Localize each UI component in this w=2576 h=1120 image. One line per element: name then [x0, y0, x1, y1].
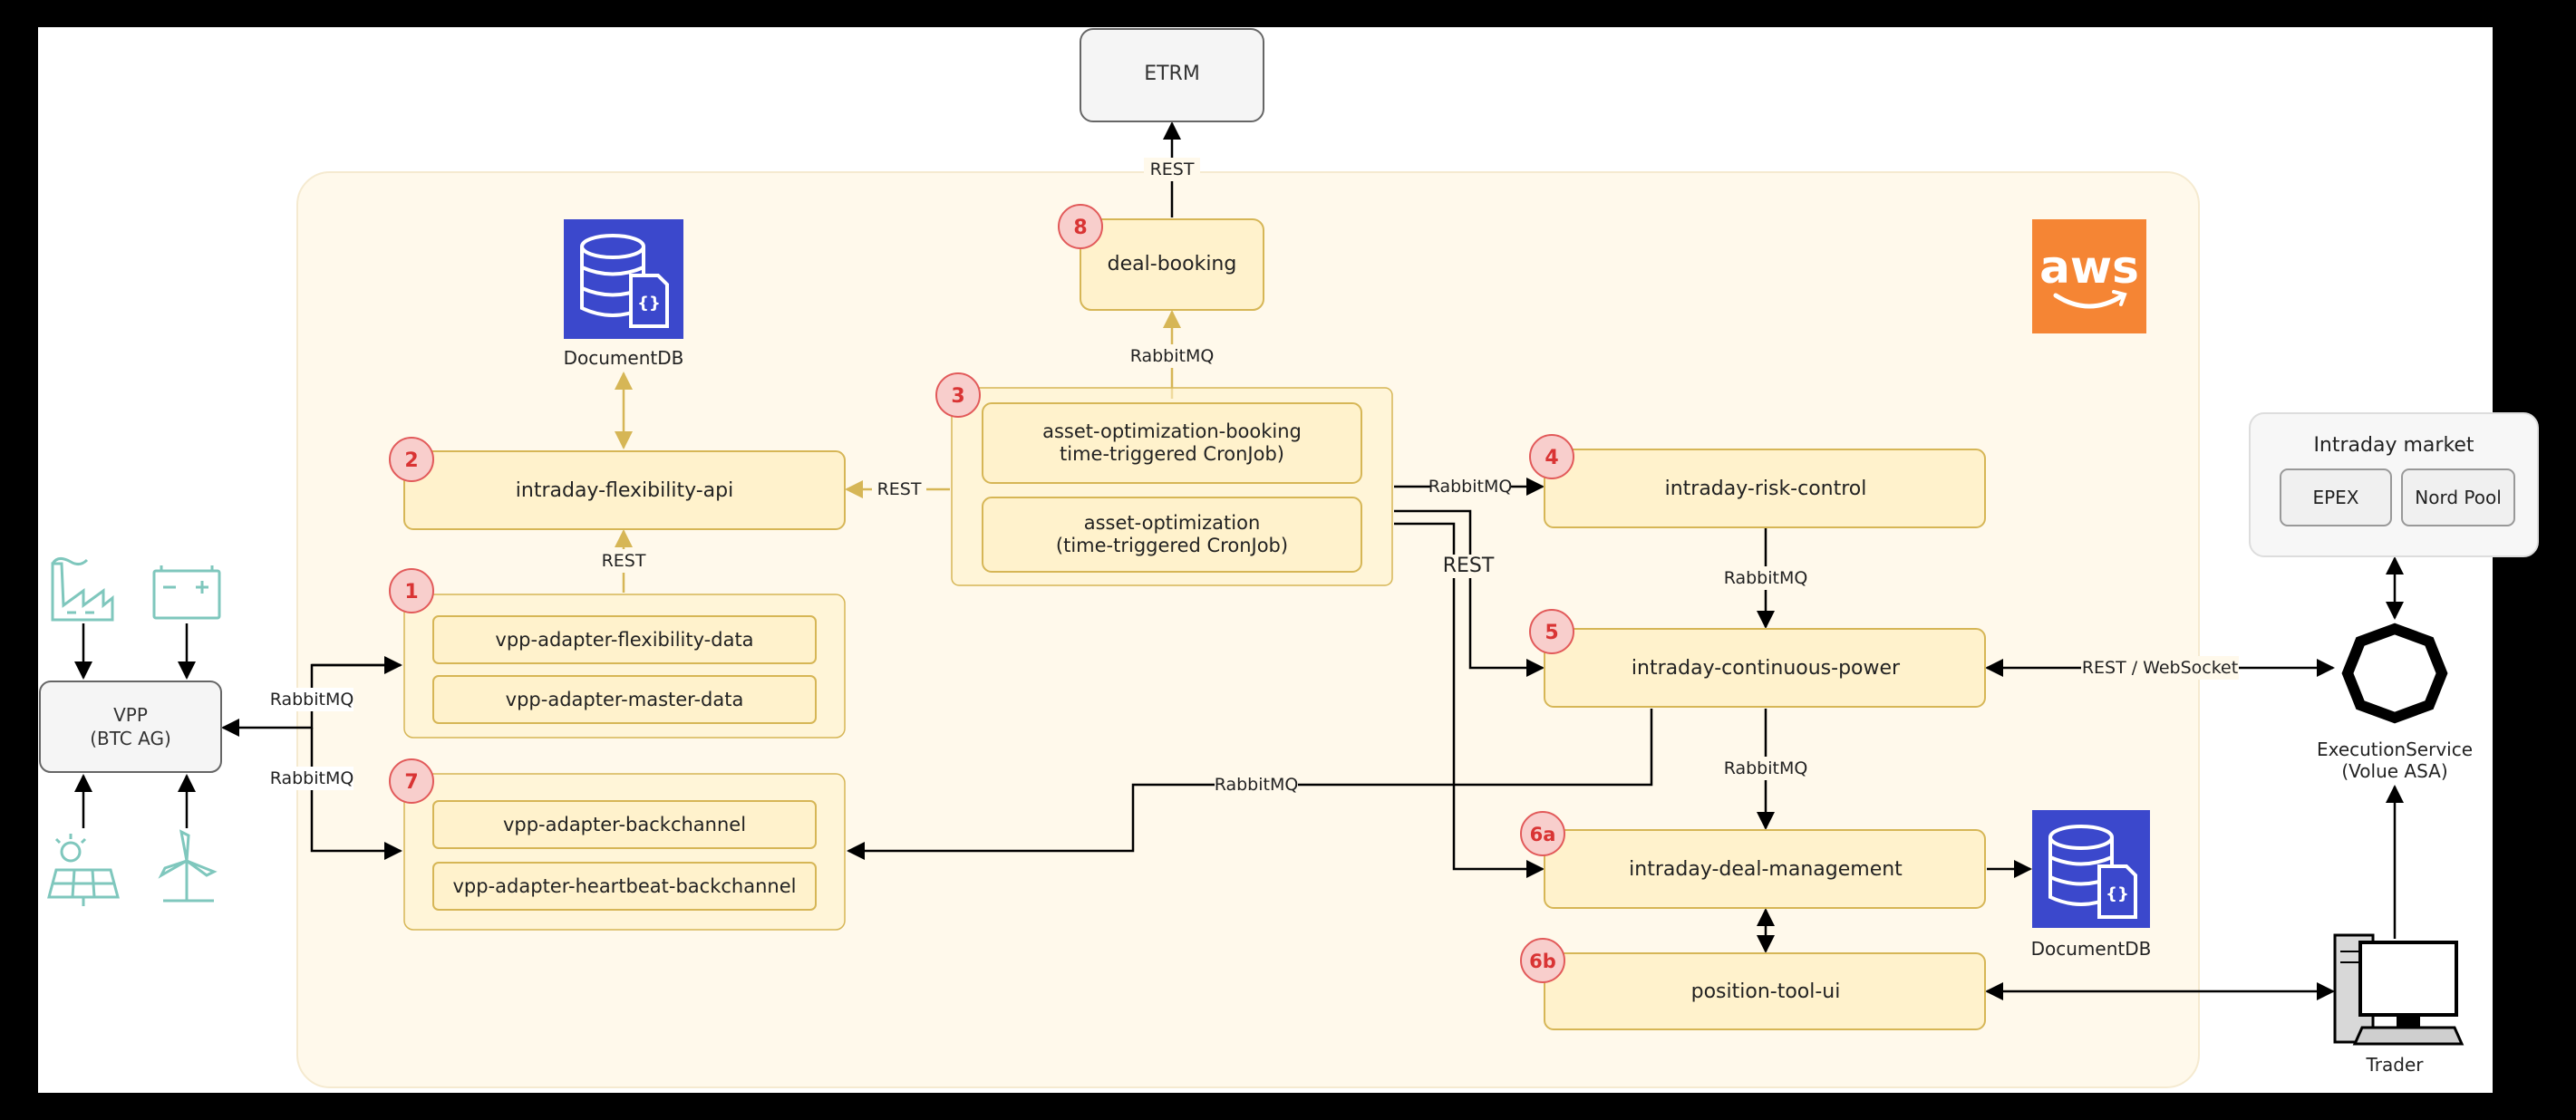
edge-label-rabbitmq-vpp-top: RabbitMQ: [270, 690, 354, 710]
asset-optimization-booking-box[interactable]: [982, 402, 1362, 484]
badge-5-text: 5: [1545, 622, 1558, 644]
asset-optimization-box[interactable]: [982, 497, 1362, 573]
vpp-adapter-master-data-label: vpp-adapter-master-data: [506, 689, 744, 710]
badge-6b: [1520, 938, 1565, 983]
badge-7: [389, 758, 434, 804]
edge-label-rabbitmq-backchannel: RabbitMQ: [1215, 775, 1299, 795]
execution-service[interactable]: ExecutionService (Volue ASA): [2317, 623, 2473, 782]
trader-label: Trader: [2366, 1054, 2425, 1076]
deal-management-label: intraday-deal-management: [1629, 858, 1903, 881]
intraday-market[interactable]: Intraday market EPEX Nord Pool: [2249, 412, 2539, 557]
badge-5: [1529, 609, 1574, 654]
badge-3-text: 3: [951, 385, 964, 408]
badge-6b-text: 6b: [1529, 951, 1556, 972]
computer-icon: [2333, 933, 2465, 1046]
factory-icon: [51, 557, 114, 622]
solar-panel-icon: [47, 834, 120, 906]
vpp-adapter-flexibility-data-box[interactable]: [432, 615, 817, 664]
intraday-risk-control[interactable]: intraday-risk-control 4: [1529, 434, 1986, 528]
vpp-adapter-group[interactable]: vpp-adapter-flexibility-data vpp-adapter…: [389, 568, 846, 739]
edge-label-rabbitmq-vpp-bottom: RabbitMQ: [270, 768, 354, 788]
venue-epex[interactable]: [2280, 468, 2392, 526]
edge-assetopt-cp: [1394, 509, 1545, 677]
intraday-deal-management[interactable]: intraday-deal-management 6a: [1520, 811, 1986, 909]
badge-2-text: 2: [404, 449, 418, 472]
position-tool-label: position-tool-ui: [1691, 980, 1841, 1003]
badge-1: [389, 568, 434, 613]
vpp-label-line2: (BTC AG): [90, 728, 171, 749]
deal-booking[interactable]: deal-booking 8: [1058, 204, 1264, 311]
flexibility-api-label: intraday-flexibility-api: [516, 479, 733, 502]
edge-assetopt-dm: [1394, 522, 1545, 878]
svg-text:{}: {}: [2106, 884, 2129, 903]
venue-epex-label: EPEX: [2312, 487, 2358, 508]
vpp-adapter-backchannel-box[interactable]: [432, 800, 817, 849]
intraday-market-title: Intraday market: [2313, 434, 2474, 457]
intraday-flexibility-api[interactable]: intraday-flexibility-api 2: [389, 437, 846, 530]
execution-service-line2: (Volue ASA): [2341, 760, 2447, 782]
asset-optimization-group[interactable]: asset-optimization-booking time-triggere…: [935, 372, 1393, 586]
aws-logo: aws: [2032, 219, 2146, 333]
execution-service-heptagon-icon: [2341, 623, 2448, 724]
badge-1-text: 1: [404, 581, 418, 603]
edge-label-rest-adapter: REST: [602, 551, 646, 571]
aws-smile-icon: [2053, 293, 2126, 309]
edge-label-rabbitmq-booking: RabbitMQ: [1130, 346, 1215, 366]
documentdb-bottom[interactable]: {} DocumentDB: [2031, 810, 2152, 960]
vpp-adapter-flexibility-data-label: vpp-adapter-flexibility-data: [495, 629, 753, 651]
edge-label-rabbitmq-cp-dm: RabbitMQ: [1724, 758, 1808, 778]
backchannel-group[interactable]: vpp-adapter-backchannel vpp-adapter-hear…: [389, 758, 846, 931]
wind-turbine-icon: [158, 829, 218, 903]
venue-nordpool-label: Nord Pool: [2415, 487, 2502, 508]
deal-booking-label: deal-booking: [1108, 253, 1237, 275]
vpp-adapter-master-data-box[interactable]: [432, 675, 817, 724]
badge-2: [389, 437, 434, 482]
documentdb-top[interactable]: {} DocumentDB: [564, 219, 684, 369]
edges: [74, 121, 2404, 1000]
asset-optimization-line2: (time-triggered CronJob): [1056, 535, 1288, 556]
badge-6a: [1520, 811, 1565, 856]
edge-label-rest-cp: REST: [1443, 555, 1495, 577]
execution-service-line1: ExecutionService: [2317, 739, 2473, 760]
vpp-adapter-heartbeat-backchannel-box[interactable]: [432, 862, 817, 911]
battery-icon: [152, 565, 221, 620]
badge-4-text: 4: [1545, 447, 1558, 469]
edge-label-rest-flex: REST: [877, 479, 922, 499]
continuous-power-label: intraday-continuous-power: [1632, 657, 1901, 680]
badge-4: [1529, 434, 1574, 479]
venue-nordpool[interactable]: [2401, 468, 2515, 526]
badge-8-text: 8: [1073, 217, 1087, 239]
asset-optimization-line1: asset-optimization: [1084, 512, 1261, 534]
badge-3: [935, 372, 981, 418]
badge-7-text: 7: [404, 771, 418, 794]
svg-text:{}: {}: [637, 294, 661, 313]
asset-optimization-booking-line1: asset-optimization-booking: [1042, 420, 1302, 442]
badge-8: [1058, 204, 1103, 249]
edge-label-rest-etrm: REST: [1150, 159, 1195, 179]
vpp-adapter-backchannel-label: vpp-adapter-backchannel: [503, 814, 746, 835]
edge-label-rabbitmq-risk-cp: RabbitMQ: [1724, 568, 1808, 588]
badge-6a-text: 6a: [1530, 824, 1556, 845]
edge-labels: REST RabbitMQ REST REST RabbitMQ REST Ra…: [270, 158, 2239, 797]
position-tool-ui[interactable]: position-tool-ui 6b: [1520, 938, 1986, 1030]
vpp-btc[interactable]: VPP (BTC AG): [39, 681, 222, 773]
edge-cp-backchannel: [847, 709, 1653, 860]
documentdb-top-label: DocumentDB: [564, 347, 684, 369]
trader[interactable]: Trader: [2333, 933, 2465, 1076]
aws-logo-text: aws: [2039, 241, 2139, 294]
etrm-system[interactable]: ETRM: [1080, 28, 1264, 122]
asset-optimization-booking-line2: time-triggered CronJob): [1060, 443, 1284, 465]
vpp-label-line1: VPP: [113, 704, 148, 726]
etrm-label: ETRM: [1144, 63, 1200, 85]
vpp-adapter-heartbeat-backchannel-label: vpp-adapter-heartbeat-backchannel: [453, 875, 797, 897]
edge-label-rest-websocket: REST / WebSocket: [2082, 658, 2238, 678]
documentdb-bottom-label: DocumentDB: [2031, 938, 2152, 960]
intraday-continuous-power[interactable]: intraday-continuous-power 5: [1529, 609, 1986, 708]
risk-control-label: intraday-risk-control: [1665, 478, 1867, 500]
edge-label-rabbitmq-risk: RabbitMQ: [1428, 477, 1513, 497]
